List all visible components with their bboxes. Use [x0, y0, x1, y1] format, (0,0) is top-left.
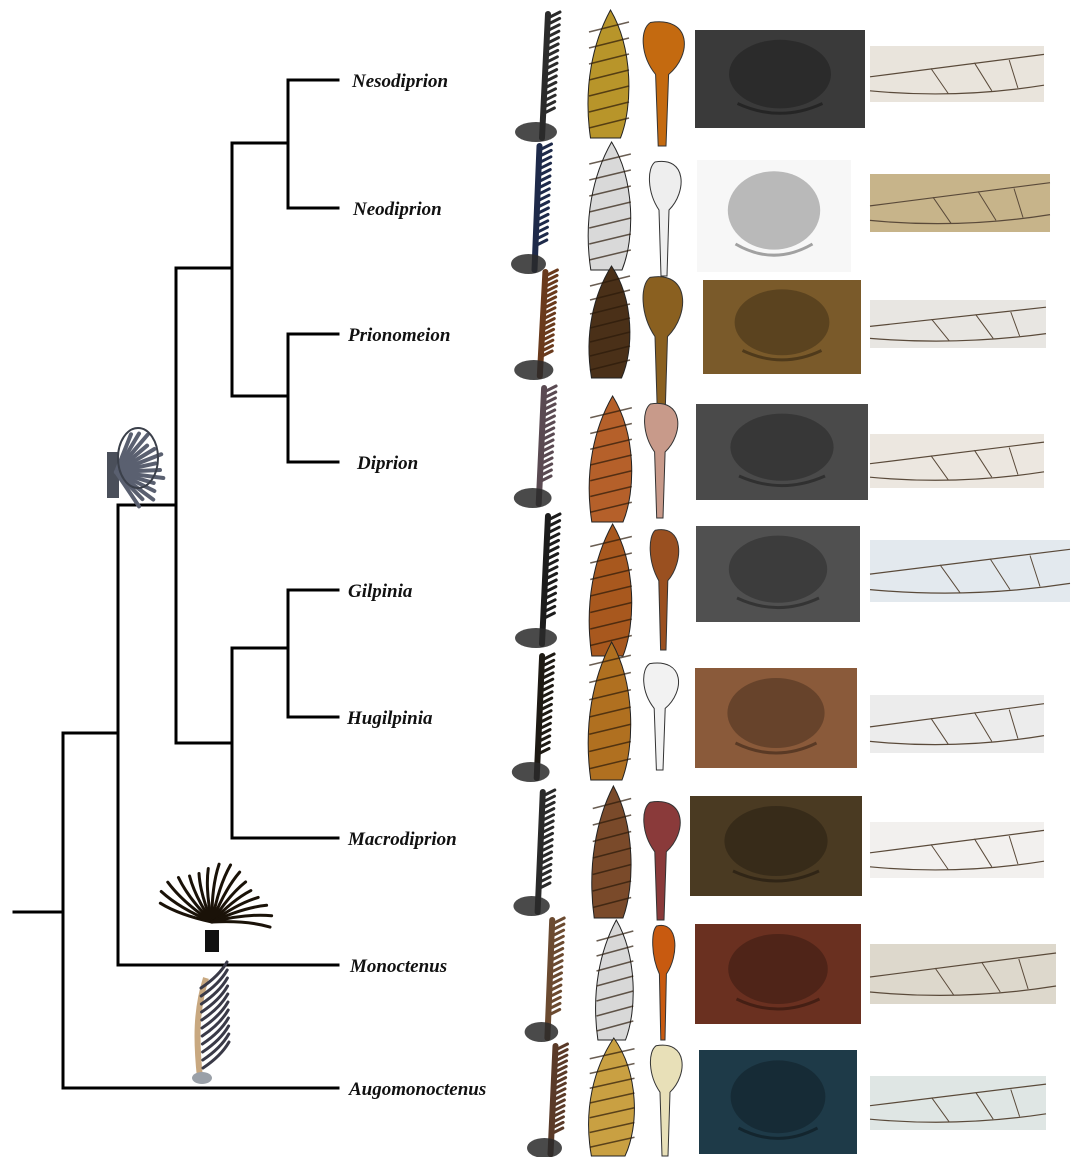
- specimen-row-macrodiprion: [513, 786, 1044, 920]
- lancet-photo: [589, 396, 632, 522]
- mesoscutellum-photo: [696, 526, 860, 622]
- specimen-row-hugilpinia: [512, 642, 1044, 782]
- antenna-photo: [515, 12, 560, 142]
- mesoscutellum-photo: [695, 924, 861, 1024]
- forewing-photo: [870, 434, 1044, 488]
- penis-valve-photo: [650, 530, 679, 650]
- mesoscutellum-photo: [699, 1050, 857, 1154]
- penis-valve-photo: [644, 802, 680, 920]
- antenna-photo: [512, 654, 554, 782]
- penis-valve-photo: [643, 277, 683, 418]
- specimen-row-monoctenus: [525, 918, 1056, 1042]
- penis-valve-photo: [649, 161, 681, 276]
- taxon-label-gilpinia: Gilpinia: [348, 581, 413, 602]
- lancet-photo: [588, 10, 629, 138]
- antenna-photo: [514, 386, 556, 508]
- taxon-label-augomonoctenus: Augomonoctenus: [348, 1079, 486, 1100]
- forewing-photo: [870, 300, 1046, 348]
- pectinate-antenna-illustration: [107, 428, 163, 506]
- lancet-photo: [588, 142, 631, 270]
- forewing-photo: [870, 822, 1044, 878]
- antenna-photo: [525, 918, 565, 1042]
- penis-valve-photo: [653, 925, 675, 1040]
- comb-antenna-illustration: [192, 962, 229, 1084]
- mesoscutellum-photo: [703, 280, 861, 374]
- node-illustrations: [107, 428, 272, 1084]
- antenna-photo: [511, 144, 552, 274]
- taxon-label-macrodiprion: Macrodiprion: [347, 829, 457, 850]
- lancet-photo: [589, 524, 632, 656]
- mesoscutellum-photo: [695, 668, 857, 768]
- lancet-photo: [589, 266, 630, 378]
- specimen-row-nesodiprion: [515, 10, 1044, 146]
- specimen-row-prionomeion: [514, 266, 1046, 418]
- taxon-label-monoctenus: Monoctenus: [349, 956, 447, 977]
- specimen-row-neodiprion: [511, 142, 1050, 276]
- mesoscutellum-photo: [695, 30, 865, 128]
- antenna-photo: [515, 514, 560, 648]
- mesoscutellum-photo: [696, 404, 868, 500]
- taxon-label-diprion: Diprion: [356, 453, 418, 474]
- lancet-photo: [596, 920, 634, 1040]
- tree-branches: [14, 80, 338, 1088]
- specimen-row-augomonoctenus: [527, 1038, 1046, 1157]
- specimen-image-grid: [511, 10, 1070, 1157]
- taxon-label-hugilpinia: Hugilpinia: [346, 708, 433, 729]
- taxon-label-nesodiprion: Nesodiprion: [351, 71, 448, 92]
- penis-valve-photo: [643, 22, 684, 146]
- penis-valve-photo: [650, 1045, 682, 1156]
- antenna-photo: [513, 790, 554, 916]
- taxon-labels: NesodiprionNeodiprionPrionomeionDiprionG…: [346, 71, 486, 1100]
- lancet-photo: [589, 1038, 635, 1156]
- specimen-row-gilpinia: [515, 514, 1070, 656]
- forewing-photo: [870, 695, 1044, 753]
- flabellate-antenna-illustration: [160, 864, 271, 952]
- lancet-photo: [592, 786, 631, 918]
- antenna-photo: [514, 270, 557, 380]
- specimen-row-diprion: [514, 386, 1044, 522]
- forewing-photo: [870, 944, 1056, 1004]
- taxon-label-prionomeion: Prionomeion: [347, 325, 450, 346]
- forewing-photo: [870, 174, 1050, 232]
- penis-valve-photo: [645, 403, 678, 518]
- mesoscutellum-photo: [697, 160, 851, 272]
- penis-valve-photo: [644, 663, 679, 770]
- lancet-photo: [588, 642, 631, 780]
- forewing-photo: [870, 46, 1044, 102]
- antenna-photo: [527, 1044, 568, 1157]
- forewing-photo: [870, 540, 1070, 602]
- forewing-photo: [870, 1076, 1046, 1130]
- taxon-label-neodiprion: Neodiprion: [352, 199, 442, 220]
- mesoscutellum-photo: [690, 796, 862, 896]
